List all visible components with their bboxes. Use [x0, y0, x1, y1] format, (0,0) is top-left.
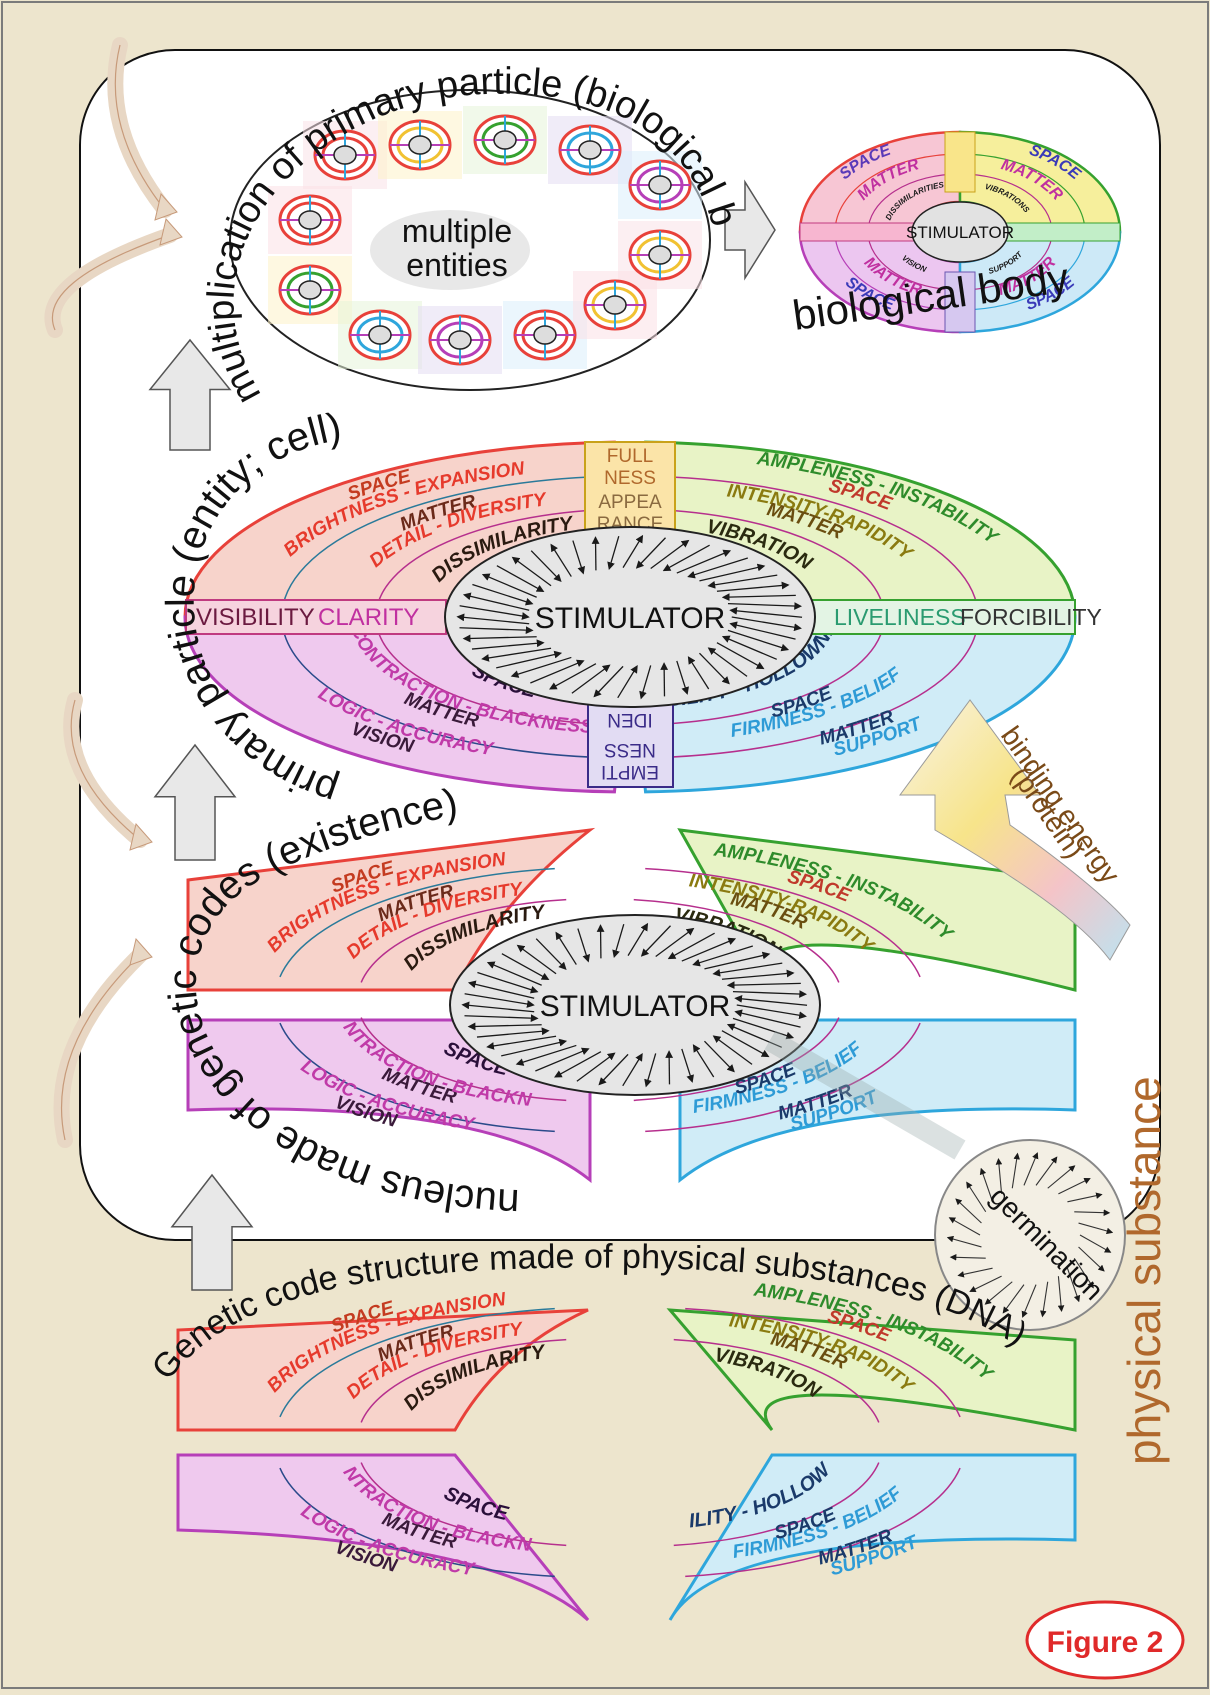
figure-badge: Figure 2 [1027, 1602, 1183, 1678]
cell-divider-bottom-text: IDEN [607, 709, 652, 730]
entity-mini-core [649, 246, 671, 264]
entity-mini [560, 126, 620, 174]
entity-mini [350, 311, 410, 359]
entity-mini-core [649, 176, 671, 194]
cell-divider-top-text: NESS [604, 468, 656, 489]
figure-badge-text: Figure 2 [1047, 1626, 1164, 1659]
entity-mini [280, 196, 340, 244]
entity-mini-core [604, 296, 626, 314]
entity-mini-core [369, 326, 391, 344]
cell-liveliness-text: LIVELINESS [834, 604, 966, 630]
nucleus-stimulator-label: STIMULATOR [540, 990, 731, 1023]
entity-mini-core [579, 141, 601, 159]
entity-mini-core [449, 331, 471, 349]
cell-divider-bottom-text: EMPTI [601, 761, 659, 782]
bio-divider-top [945, 132, 975, 192]
cell-divider-top-text: APPEA [598, 492, 662, 513]
bio-divider-left [800, 223, 915, 241]
entity-mini [280, 266, 340, 314]
multiple-entities-text: multiple [402, 213, 512, 249]
entity-mini [630, 231, 690, 279]
cell-visibility-text: VISIBILITY [196, 604, 315, 631]
cell-forcibility-text: FORCIBILITY [960, 604, 1102, 630]
bio-divider-right [1005, 223, 1120, 241]
entity-mini-core [299, 281, 321, 299]
entity-mini-core [534, 326, 556, 344]
physical-substance-label: physical substance [1118, 1076, 1170, 1465]
entity-mini [515, 311, 575, 359]
entity-mini [390, 121, 450, 169]
cell-divider-bottom-text: NESS [604, 739, 656, 760]
entity-mini [585, 281, 645, 329]
cell-clarity-text: CLARITY [318, 604, 419, 631]
entity-mini [475, 116, 535, 164]
cell-divider-top-text: FULL [607, 446, 653, 467]
bio-stimulator-label: STIMULATOR [906, 223, 1014, 242]
multiple-entities-text: entities [406, 247, 507, 283]
cell-stimulator-label: STIMULATOR [535, 602, 726, 635]
entity-mini [430, 316, 490, 364]
entity-mini-core [299, 211, 321, 229]
entity-mini-core [409, 136, 431, 154]
entity-mini-core [494, 131, 516, 149]
